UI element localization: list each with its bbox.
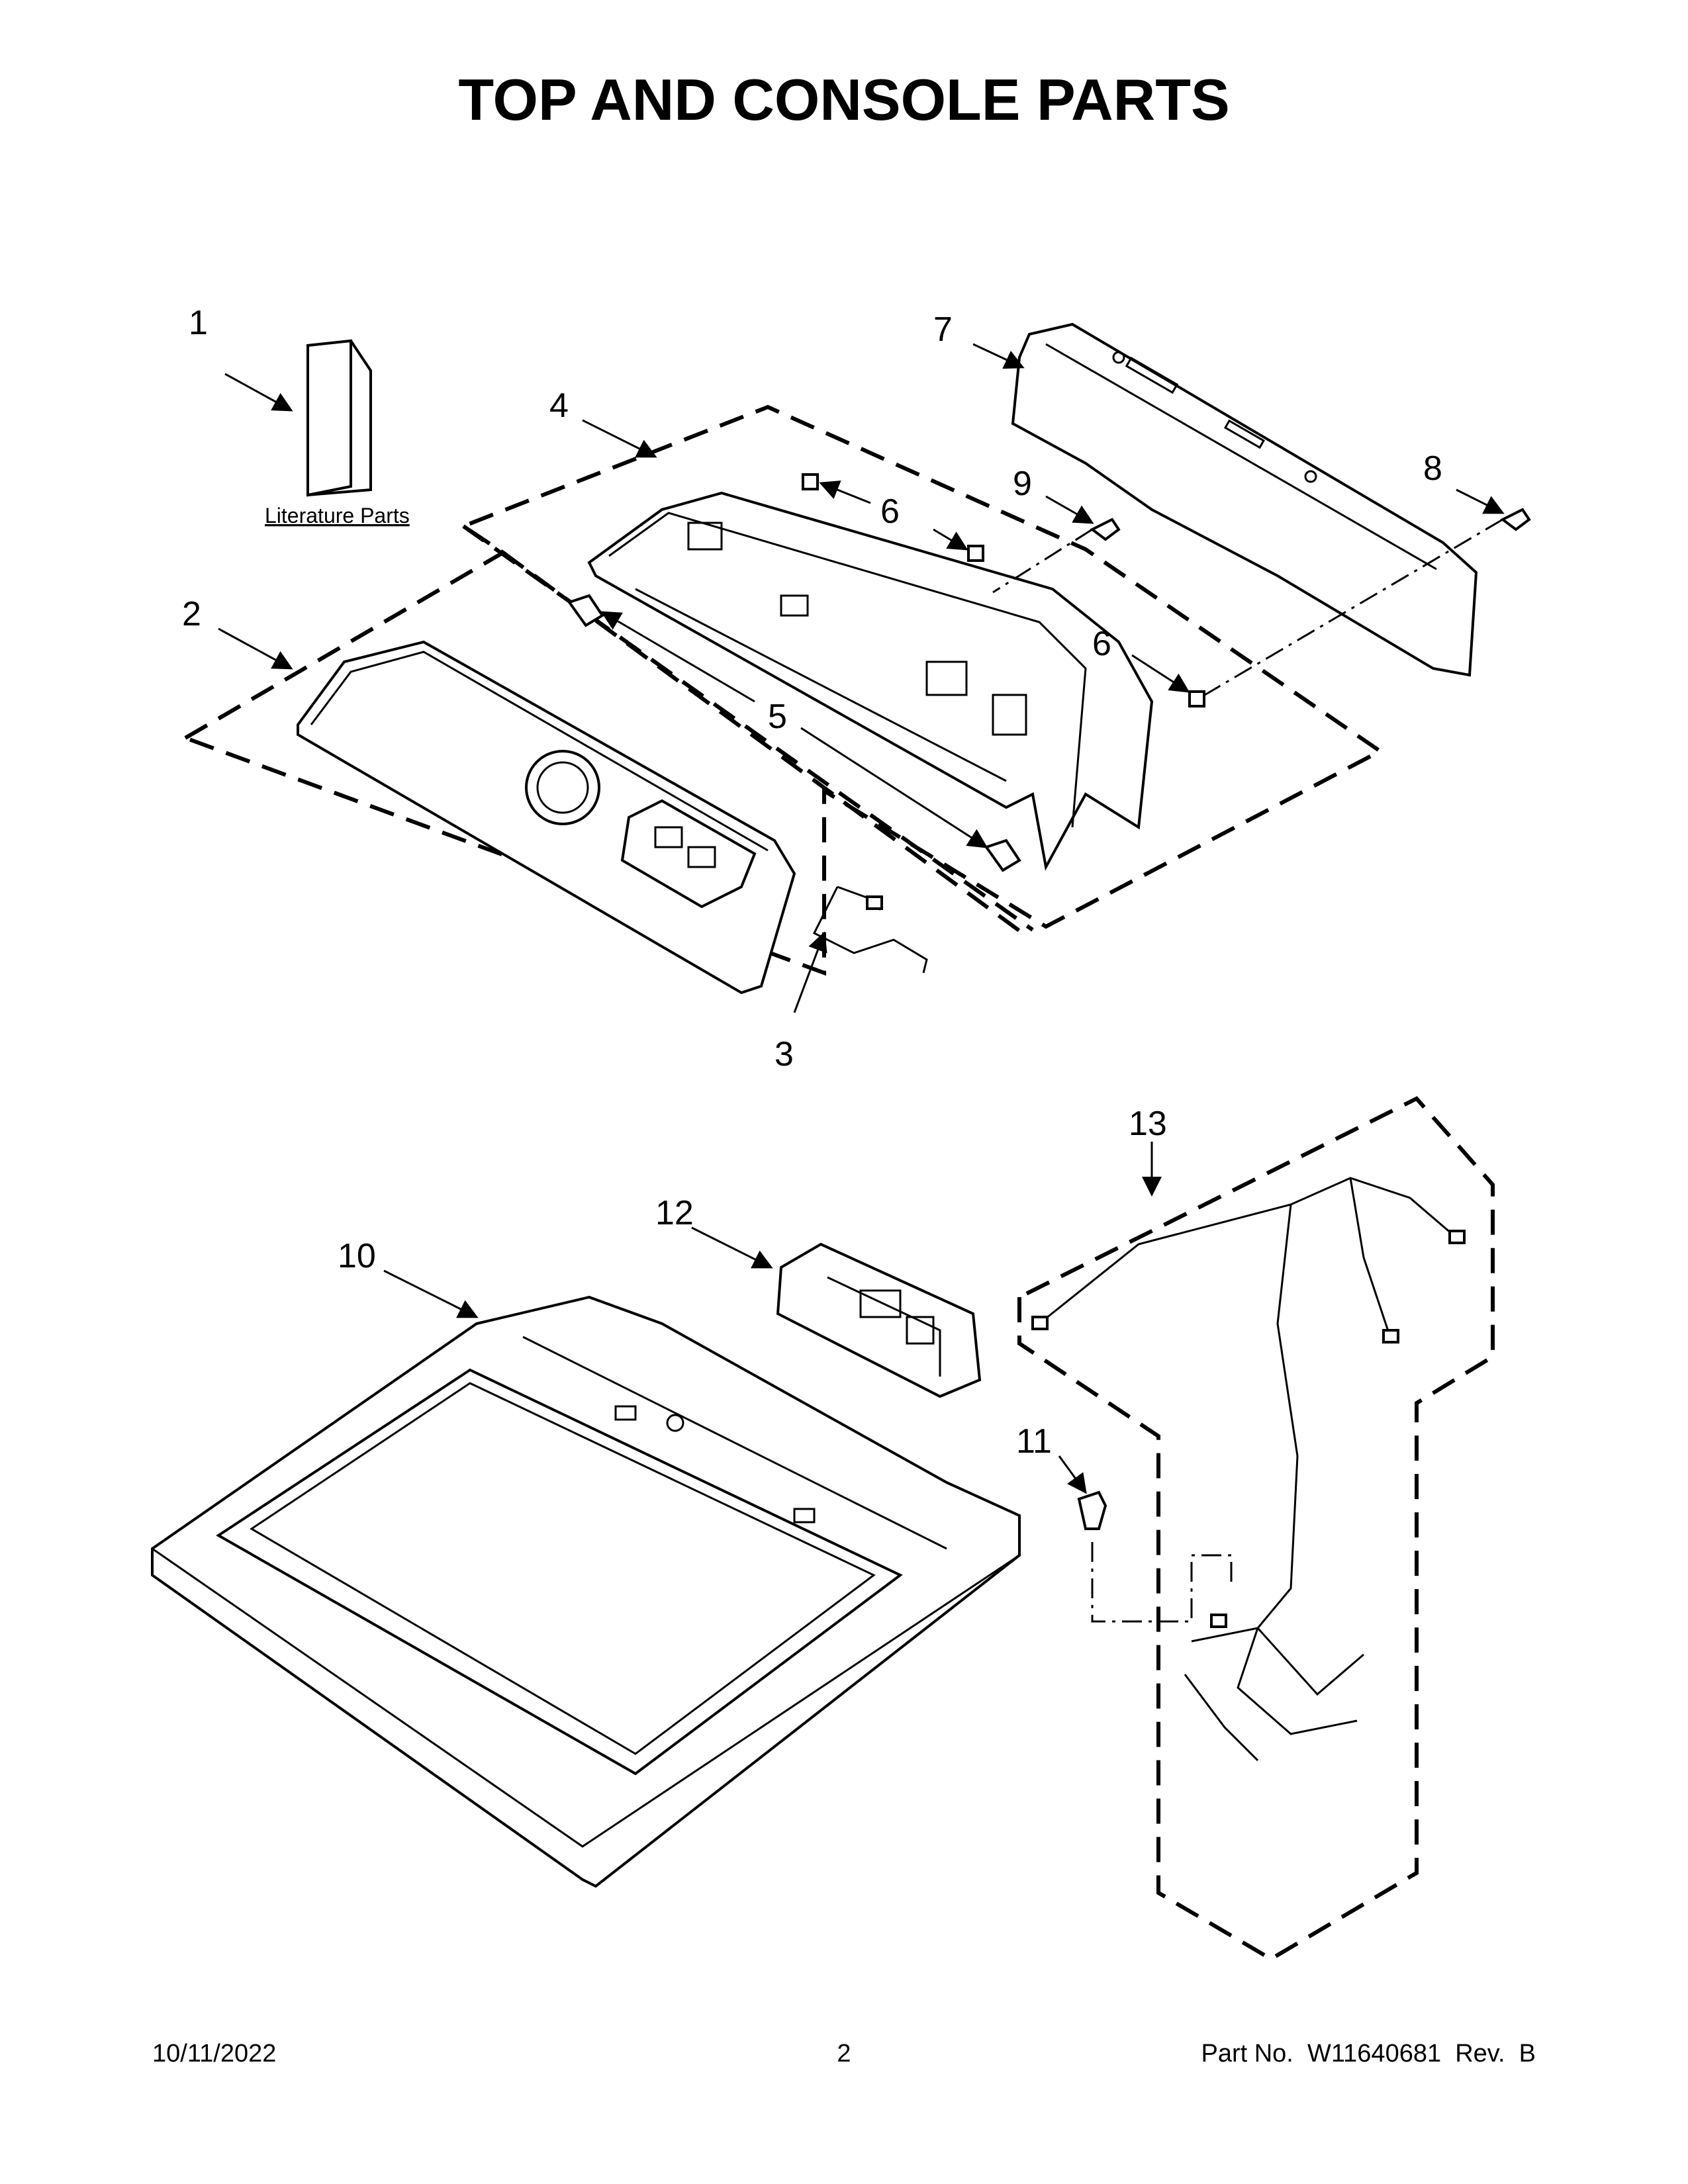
page-title: TOP AND CONSOLE PARTS xyxy=(458,67,1230,132)
footer-date: 10/11/2022 xyxy=(152,2040,277,2068)
console-mounting-bracket-part xyxy=(1011,322,1478,677)
callout-11: 11 xyxy=(1016,1422,1052,1461)
clip-nut-part xyxy=(802,473,1205,707)
callout-7: 7 xyxy=(933,310,953,349)
console-rear-housing-part xyxy=(587,491,1154,871)
literature-booklet-part xyxy=(306,339,372,497)
top-panel-part xyxy=(151,1295,1021,1888)
callout-2: 2 xyxy=(182,595,201,633)
callout-12: 12 xyxy=(655,1194,694,1232)
console-wire-harness-part xyxy=(812,886,928,974)
callout-3: 3 xyxy=(774,1035,794,1073)
footer-part-number: Part No. W11640681 Rev. B xyxy=(1201,2040,1536,2068)
callout-13: 13 xyxy=(1129,1105,1167,1143)
callout-9: 9 xyxy=(1013,465,1032,503)
screw-part xyxy=(1090,508,1531,541)
callout-4: 4 xyxy=(549,387,569,425)
main-harness-group-outline xyxy=(1017,1096,1495,1962)
control-board-part xyxy=(776,1242,982,1398)
main-wire-harness-part xyxy=(1031,1177,1466,1762)
footer-page-number: 2 xyxy=(837,2040,851,2068)
callout-6b: 6 xyxy=(1092,625,1111,663)
console-control-panel-part xyxy=(297,640,796,995)
callout-6a: 6 xyxy=(880,492,900,531)
callout-5: 5 xyxy=(768,698,787,736)
literature-parts-label: Literature Parts xyxy=(265,504,410,527)
callout-8: 8 xyxy=(1423,449,1442,488)
callout-10: 10 xyxy=(338,1237,376,1275)
callout-1: 1 xyxy=(189,304,208,342)
harness-screw-part xyxy=(1077,1490,1233,1623)
